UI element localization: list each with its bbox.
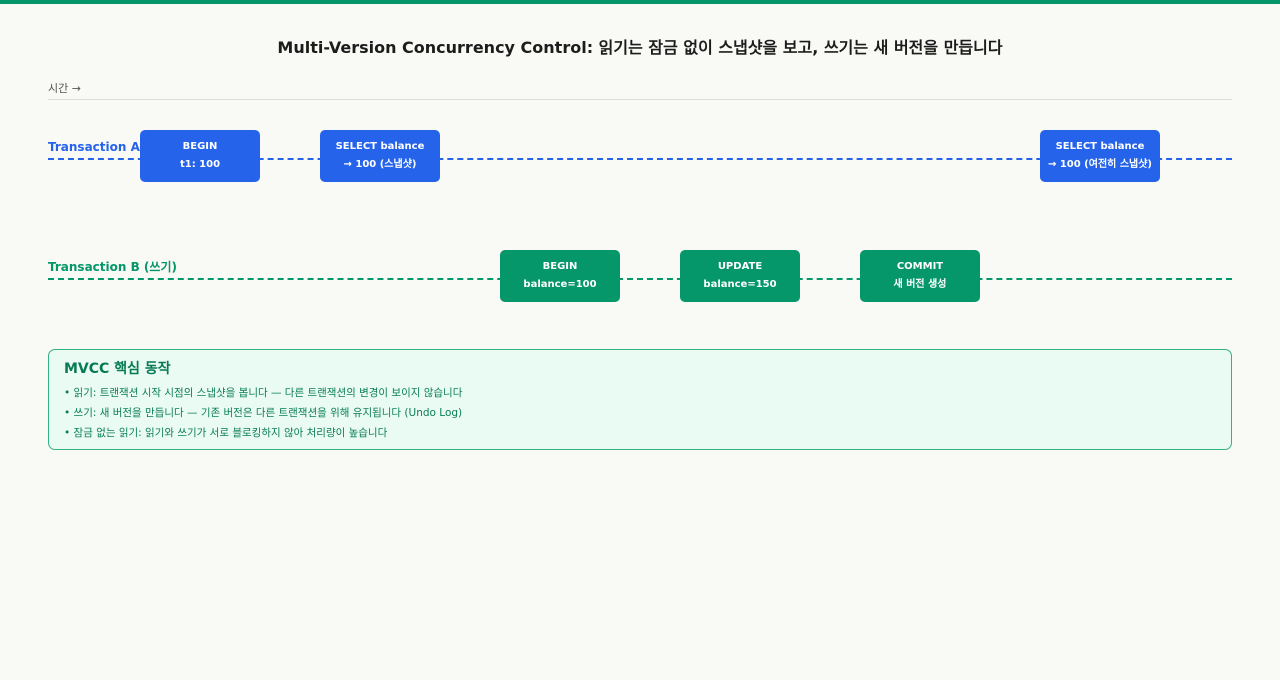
transaction-b-event-update: UPDATE balance=150 — [680, 250, 800, 302]
time-axis-rule — [48, 99, 1232, 100]
top-accent-bar — [0, 0, 1280, 4]
transaction-b-label: Transaction B (쓰기) — [48, 260, 177, 274]
event-detail: t1: 100 — [179, 159, 221, 170]
info-item-lockfree: • 잠금 없는 읽기: 읽기와 쓰기가 서로 블로킹하지 않아 처리량이 높습니… — [64, 427, 388, 439]
event-detail: balance=100 — [523, 279, 597, 290]
info-item-read: • 읽기: 트랜잭션 시작 시점의 스냅샷을 봅니다 — 다른 트랜잭션의 변경… — [64, 387, 463, 399]
event-title: BEGIN — [182, 141, 218, 152]
mvcc-info-box: MVCC 핵심 동작 • 읽기: 트랜잭션 시작 시점의 스냅샷을 봅니다 — … — [48, 349, 1232, 450]
transaction-a-event-select-2: SELECT balance → 100 (여전히 스냅샷) — [1040, 130, 1160, 182]
diagram-title: Multi-Version Concurrency Control: 읽기는 잠… — [277, 38, 1003, 57]
transaction-a-label: Transaction A (읽 — [48, 140, 161, 154]
transaction-b-event-begin: BEGIN balance=100 — [500, 250, 620, 302]
event-detail: → 100 (여전히 스냅샷) — [1047, 159, 1153, 170]
info-item-write: • 쓰기: 새 버전을 만듭니다 — 기존 버전은 다른 트랜잭션을 위해 유지… — [64, 407, 463, 419]
event-title: UPDATE — [717, 261, 763, 272]
transaction-b-event-commit: COMMIT 새 버전 생성 — [860, 250, 980, 302]
info-title: MVCC 핵심 동작 — [64, 361, 171, 377]
transaction-a-event-begin: BEGIN t1: 100 — [140, 130, 260, 182]
time-axis-label: 시간 → — [48, 82, 81, 95]
event-title: BEGIN — [542, 261, 578, 272]
event-title: SELECT balance — [1055, 141, 1145, 152]
event-detail: 새 버전 생성 — [893, 279, 947, 290]
event-title: COMMIT — [896, 261, 944, 272]
event-title: SELECT balance — [335, 141, 425, 152]
transaction-b-timeline — [48, 278, 1232, 280]
transaction-a-timeline — [48, 158, 1232, 160]
event-detail: balance=150 — [703, 279, 777, 290]
event-detail: → 100 (스냅샷) — [343, 159, 417, 170]
transaction-a-event-select-1: SELECT balance → 100 (스냅샷) — [320, 130, 440, 182]
